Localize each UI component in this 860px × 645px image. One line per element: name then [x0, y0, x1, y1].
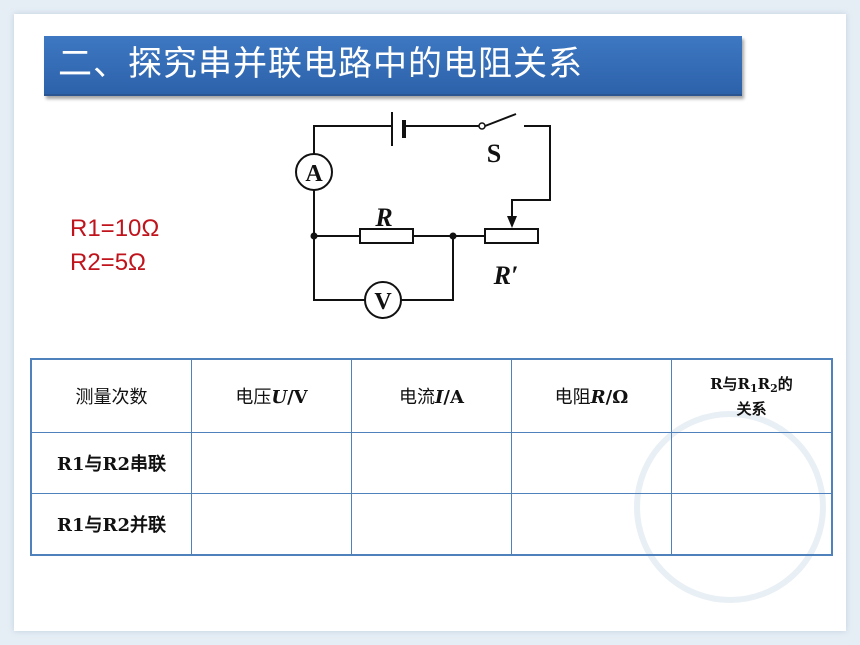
table-header-row: 测量次数 电压U/V 电流I/A 电阻R/Ω R与R1R2的 关系 [30, 358, 833, 433]
header-resistance-prefix: 电阻 [554, 387, 591, 408]
junction-left [310, 232, 318, 240]
cell-series-resistance[interactable] [510, 432, 672, 494]
resistance-values: R1=10Ω R2=5Ω [70, 212, 159, 280]
header-current: 电流I/A [351, 358, 512, 433]
voltmeter-icon [364, 281, 402, 319]
header-resistance-unit: /Ω [605, 387, 629, 408]
header-current-prefix: 电流 [399, 387, 435, 408]
wire-lower-left [313, 236, 367, 301]
cell-parallel-resistance[interactable] [510, 493, 672, 556]
switch-label: S [487, 139, 501, 168]
h5s2: 2 [770, 381, 778, 395]
measurement-table: 测量次数 电压U/V 电流I/A 电阻R/Ω R与R1R2的 关系 R1与R2串… [30, 358, 833, 556]
cell-parallel-relation[interactable] [670, 493, 833, 556]
ammeter-icon [295, 153, 333, 191]
header-current-unit: /A [443, 387, 464, 408]
rheostat-r-prime [484, 228, 539, 244]
resistor-label: R [374, 203, 392, 232]
cell-parallel-voltage[interactable] [190, 493, 353, 556]
junction-right [449, 232, 457, 240]
circuit-diagram: A V S R R′ [295, 112, 551, 319]
header-count: 测量次数 [30, 358, 192, 433]
header-relation-line2: 关系 [736, 399, 767, 418]
row-label-parallel: R1与R2并联 [30, 493, 192, 556]
title-bar: 二、探究串并联电路中的电阻关系 [44, 36, 742, 96]
header-voltage-unit: /V [287, 387, 308, 408]
row-label-series: R1与R2串联 [30, 432, 192, 494]
header-current-var: I [435, 387, 444, 408]
voltmeter-label: V [374, 289, 392, 315]
header-voltage: 电压U/V [190, 358, 353, 433]
h5s1: 1 [750, 381, 758, 395]
slide-title: 二、探究串并联电路中的电阻关系 [58, 44, 583, 84]
cell-series-relation[interactable] [670, 432, 833, 494]
r2-value: R2=5Ω [70, 249, 146, 276]
rheostat-slider-arrow [507, 216, 517, 228]
h5a: R与R [710, 374, 751, 393]
header-resistance: 电阻R/Ω [510, 358, 672, 433]
wire-top-left [313, 125, 392, 154]
h5b: R [757, 374, 771, 393]
rheostat-label: R′ [493, 261, 519, 290]
header-voltage-prefix: 电压 [235, 387, 272, 408]
h5c: 的 [777, 374, 793, 393]
header-count-label: 测量次数 [75, 387, 148, 408]
table-row: R1与R2串联 [30, 432, 833, 494]
switch-blade [484, 113, 517, 127]
switch-contact-left [478, 122, 486, 130]
ammeter-label: A [305, 161, 323, 187]
cell-series-current[interactable] [351, 432, 512, 494]
wire-top-right [511, 125, 551, 216]
table-row: R1与R2并联 [30, 493, 833, 556]
header-voltage-var: U [271, 387, 288, 408]
header-relation-line1: R与R1R2的 [672, 374, 831, 399]
cell-series-voltage[interactable] [190, 432, 353, 494]
r1-value: R1=10Ω [70, 215, 160, 242]
header-resistance-var: R [590, 387, 606, 408]
header-relation: R与R1R2的 关系 [670, 358, 833, 433]
cell-parallel-current[interactable] [351, 493, 512, 556]
wire-lower-right [399, 236, 454, 301]
